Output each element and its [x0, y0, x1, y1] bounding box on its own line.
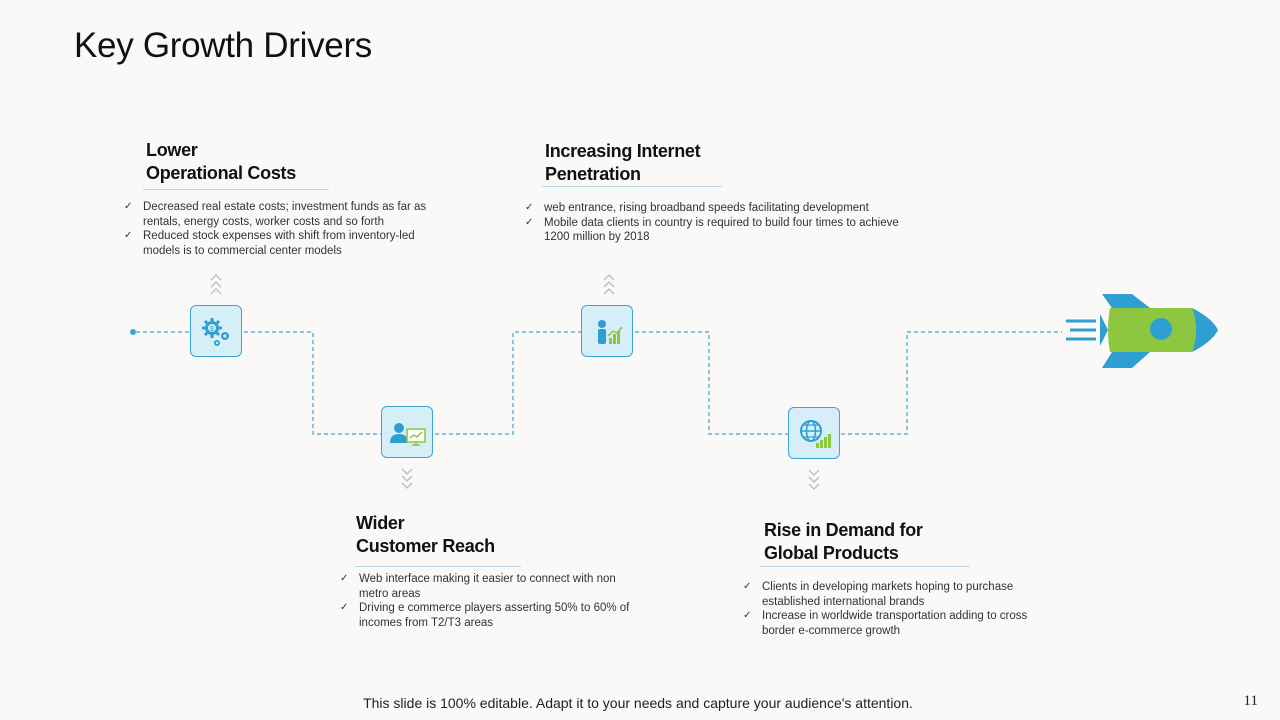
driver-heading: Lower Operational Costs: [146, 140, 296, 183]
driver-heading: Rise in Demand for Global Products: [764, 520, 923, 563]
driver-bullets: ✓ web entrance, rising broadband speeds …: [525, 201, 900, 245]
check-icon: ✓: [124, 201, 133, 212]
chevron-down-icon: [808, 469, 820, 490]
bullet-item: ✓Web interface making it easier to conne…: [340, 573, 616, 600]
bullet-item: ✓Clients in developing markets hoping to…: [743, 581, 1014, 608]
timeline-start-dot: [130, 329, 136, 335]
gears-dollar-icon: $: [190, 305, 242, 357]
check-icon: ✓: [743, 581, 752, 592]
bullet-item: ✓Mobile data clients in country is requi…: [525, 216, 899, 244]
svg-text:$: $: [210, 326, 214, 333]
driver-bullets: ✓Decreased real estate costs; investment…: [124, 200, 454, 259]
driver-bullets: ✓Web interface making it easier to conne…: [340, 572, 640, 631]
slide-title: Key Growth Drivers: [74, 26, 372, 65]
globe-chart-icon: [788, 407, 840, 459]
check-icon: ✓: [525, 202, 534, 213]
check-icon: ✓: [124, 230, 133, 242]
bullet-item: ✓Reduced stock expenses with shift from …: [124, 230, 415, 258]
person-growth-chart-icon: [581, 305, 633, 357]
check-icon: ✓: [743, 610, 752, 622]
check-icon: ✓: [525, 216, 534, 228]
page-number: 11: [1243, 693, 1258, 709]
chevron-up-icon: [210, 274, 222, 295]
heading-underline: [542, 186, 722, 187]
bullet-item: ✓ web entrance, rising broadband speeds …: [525, 202, 869, 214]
bullet-item: ✓Driving e commerce players asserting 50…: [340, 602, 630, 630]
chevron-down-icon: [401, 468, 413, 489]
check-icon: ✓: [340, 602, 349, 614]
bullet-item: ✓Increase in worldwide transportation ad…: [743, 610, 1028, 638]
heading-underline: [355, 566, 521, 567]
driver-heading: Wider Customer Reach: [356, 513, 495, 556]
heading-underline: [760, 566, 970, 567]
driver-bullets: ✓Clients in developing markets hoping to…: [743, 580, 1048, 639]
driver-heading: Increasing Internet Penetration: [545, 141, 701, 184]
footer-note: This slide is 100% editable. Adapt it to…: [363, 695, 913, 711]
heading-underline: [143, 189, 329, 190]
bullet-item: ✓Decreased real estate costs; investment…: [124, 201, 427, 228]
person-monitor-icon: [381, 406, 433, 458]
chevron-up-icon: [603, 274, 615, 295]
rocket-icon: [1066, 294, 1218, 368]
check-icon: ✓: [340, 573, 349, 584]
